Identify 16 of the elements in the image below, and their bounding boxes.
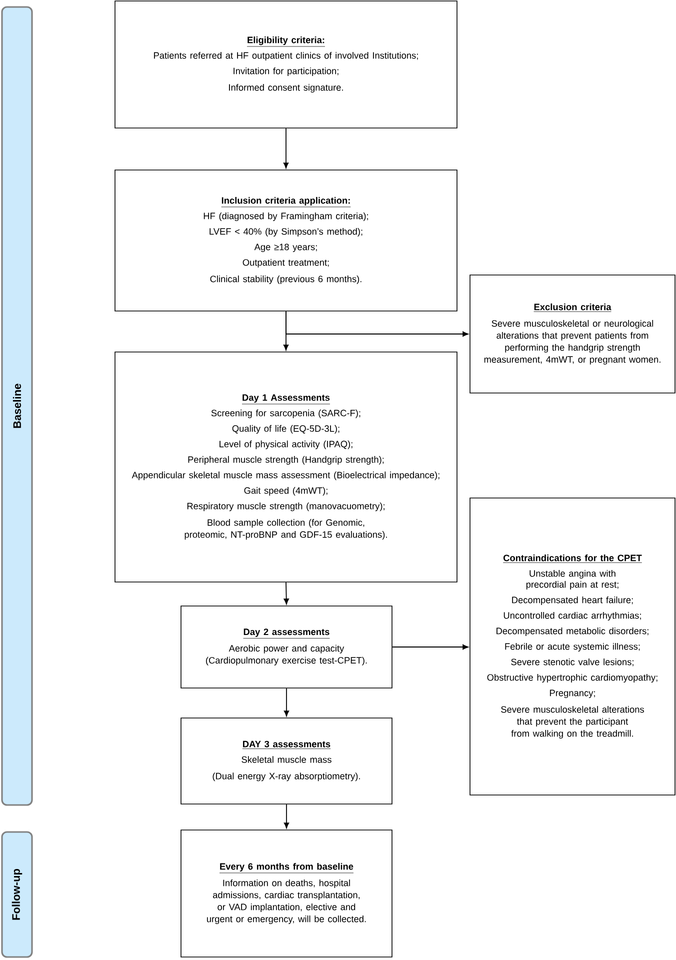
arrow (284, 804, 290, 828)
process-box: DAY 3 assessments Skeletal muscle mass (Dual energy X-ray absorptiometry). (180, 718, 392, 804)
process-box: Every 6 months from baseline Information on deaths, hospital admissions, cardiac transplantation, or VAD implantation, elective and urgent or emergency, will be collected. (180, 830, 392, 958)
arrow (284, 582, 289, 604)
phase-band: Baseline (1, 6, 33, 806)
phase-band: Follow-up (1, 831, 33, 958)
process-box: Inclusion criteria application: HF (diagnosed by Framingham criteria); LVEF < 40% (by Simpson’s method); Age ≥18 years; Outpatient treatment; Clinical stability (previous 6 months). (114, 170, 458, 312)
process-box: Day 2 assessments Aerobic power and capacity (Cardiopulmonary exercise test-CPET). (180, 606, 392, 688)
process-box: Day 1 Assessments Screening for sarcopenia (SARC-F); Quality of life (EQ-5D-3L); Level of physical activity (IPAQ); Peripheral muscle strength (Handgrip strength); Appendicular skeletal muscle mass assessment (Bioelectrical impedance); Gait speed (4mWT); Respiratory muscle strength (manovacuometry); Blood sample collection (for Genomic, proteomic, NT-proBNP and GDF-15 evaluations). (114, 352, 458, 582)
arrow (283, 128, 289, 168)
process-box: Contraindications for the CPET Unstable angina with precordial pain at rest; Decompensated heart failure; Uncontrolled cardiac arrhythmias; Decompensated metabolic disorders; Febrile or acute systemic illness; Severe stenotic valve lesions; Obstructive hypertrophic cardiomyopathy; Pregnancy; Severe musculoskeletal alterations that prevent the participant from walking on the treadmill. (470, 498, 676, 796)
arrow (286, 310, 468, 337)
process-box: Eligibility criteria: Patients referred at HF outpatient clinics of involved Institutions; Invitation for participation; Informed consent signature. (114, 0, 458, 128)
process-box: Exclusion criteria Severe musculoskeletal or neurological alterations that prevent patients from performing the handgrip strength measurement, 4mWT, or pregnant women. (470, 274, 676, 394)
arrow (392, 644, 468, 650)
arrow (284, 688, 290, 716)
